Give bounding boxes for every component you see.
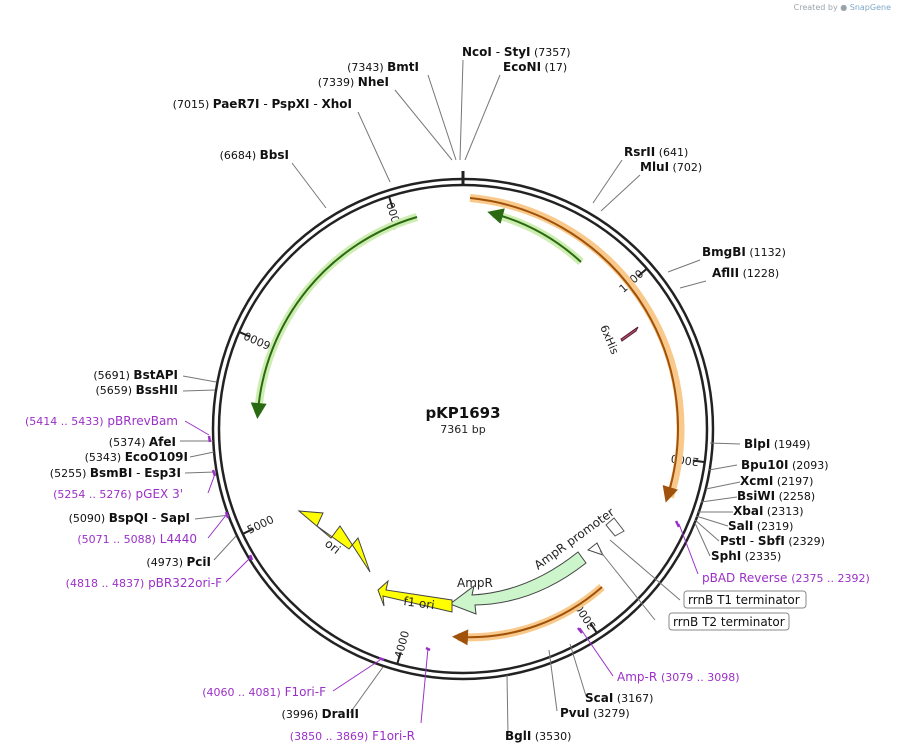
enzyme-labels: NcoI - StyI (7357) EcoNI (17) (7343) Bmt… — [50, 45, 829, 743]
orf-orange-arc — [469, 197, 679, 503]
enzyme-pcii: (4973) PciI — [146, 555, 211, 569]
tick-label-5000: 5000 — [245, 513, 276, 537]
primer-marks — [207, 435, 681, 662]
primer-f1ori-f: (4060 .. 4081) F1ori-F — [202, 685, 326, 699]
primer-pgex3: (5254 .. 5276) pGEX 3' — [53, 487, 183, 501]
enzyme-xbai: XbaI (2313) — [733, 504, 803, 518]
enzyme-pvui: PvuI (3279) — [560, 706, 630, 720]
enzyme-bmgbi: BmgBI (1132) — [702, 245, 786, 259]
snapgene-logo: ● — [840, 3, 848, 12]
primer-f1ori-r: (3850 .. 3869) F1ori-R — [290, 729, 415, 743]
primer-pbr322ori-f: (4818 .. 4837) pBR322ori-F — [66, 576, 222, 590]
enzyme-bsshii: (5659) BssHII — [96, 383, 178, 397]
f1-ori-label: f1 ori — [403, 594, 436, 612]
enzyme-ncoi-styi: NcoI - StyI (7357) — [462, 45, 571, 59]
tick-mark-5000 — [242, 527, 254, 535]
credit-text: Created by ● SnapGene — [794, 3, 891, 12]
plasmid-name: pKP1693 — [425, 404, 500, 422]
orf-green-large-arc — [250, 216, 418, 419]
enzyme-nhei: (7339) NheI — [318, 75, 389, 89]
enzyme-bmti: (7343) BmtI — [347, 60, 419, 74]
enzyme-paer7i: (7015) PaeR7I - PspXI - XhoI — [173, 97, 352, 111]
ampr-promoter-small — [586, 542, 604, 556]
tick-mark-2000 — [692, 459, 705, 464]
tick-label-6000: 6000 — [242, 329, 273, 352]
tick-mark-1000 — [637, 267, 648, 278]
primer-pbrrevbam: (5414 .. 5433) pBRrevBam — [25, 414, 178, 428]
terminator-t1-box — [683, 590, 807, 609]
primer-amp-r: Amp-R (3079 .. 3098) — [617, 670, 740, 684]
terminator-t1-label: rrnB T1 terminator — [688, 593, 800, 607]
terminator-t2-label: rrnB T2 terminator — [673, 615, 785, 629]
enzyme-rsrii: RsrII (641) — [624, 145, 688, 159]
primer-l4440: (5071 .. 5088) L4440 — [77, 532, 197, 546]
ampr-promoter-arrow — [605, 517, 625, 537]
orf-green-large-highlight — [254, 213, 419, 414]
primer-lines — [184, 420, 699, 724]
tick-mark-4000 — [396, 652, 402, 665]
6xhis-label: 6xHis — [597, 323, 621, 356]
enzyme-ecoo109i: (5343) EcoO109I — [85, 450, 188, 464]
enzyme-xcmi: XcmI (2197) — [740, 474, 813, 488]
tick-label-4000: 4000 — [392, 629, 412, 659]
enzyme-mlui: MluI (702) — [640, 160, 702, 174]
terminator-labels: rrnB T1 terminator rrnB T2 terminator — [668, 590, 807, 631]
terminator-t2-box — [668, 612, 790, 631]
tick-mark-7000 — [388, 196, 394, 209]
ori-arrow — [297, 510, 371, 573]
enzyme-bstapi: (5691) BstAPI — [93, 368, 178, 382]
enzyme-bsmbi-esp3i: (5255) BsmBI - Esp3I — [50, 466, 181, 480]
orf-orange-highlight — [469, 194, 685, 499]
ampr-label: AmpR — [457, 576, 493, 590]
tick-mark-6000 — [238, 331, 251, 338]
enzyme-scai: ScaI (3167) — [585, 691, 653, 705]
enzyme-afei: (5374) AfeI — [109, 435, 176, 449]
primer-labels: (5414 .. 5433) pBRrevBam (5254 .. 5276) … — [25, 414, 870, 743]
enzyme-sali: SalI (2319) — [728, 519, 793, 533]
enzyme-bspqi-sapi: (5090) BspQI - SapI — [69, 511, 190, 525]
enzyme-bgli: BglI (3530) — [505, 729, 571, 743]
f1-ori-arrow — [377, 579, 453, 613]
primer-pbad-reverse: pBAD Reverse (2375 .. 2392) — [702, 571, 870, 585]
6xhis-feature — [620, 326, 639, 342]
enzyme-bbsi: (6684) BbsI — [220, 148, 289, 162]
orf-green-small-arc — [487, 208, 582, 263]
credit-prefix: Created by — [793, 3, 838, 12]
ampr-arrow — [448, 551, 587, 615]
enzyme-draiii: (3996) DraIII — [282, 707, 359, 721]
plasmid-length: 7361 bp — [440, 423, 485, 436]
credit-brand: SnapGene — [849, 3, 891, 12]
enzyme-sphi: SphI (2335) — [711, 549, 781, 563]
enzyme-bpu10i: Bpu10I (2093) — [741, 458, 829, 472]
orf-orange-lower-arc — [452, 586, 603, 646]
enzyme-econi: EcoNI (17) — [503, 60, 567, 74]
tick-mark-3000 — [589, 622, 598, 634]
orf-green-small-highlight — [491, 210, 584, 265]
enzyme-aflii: AflII (1228) — [712, 266, 779, 280]
enzyme-blpi: BlpI (1949) — [744, 437, 810, 451]
enzyme-psti-sbfi: PstI - SbfI (2329) — [720, 534, 825, 548]
leader-lines — [180, 59, 741, 736]
enzyme-bsiwi: BsiWI (2258) — [737, 489, 815, 503]
